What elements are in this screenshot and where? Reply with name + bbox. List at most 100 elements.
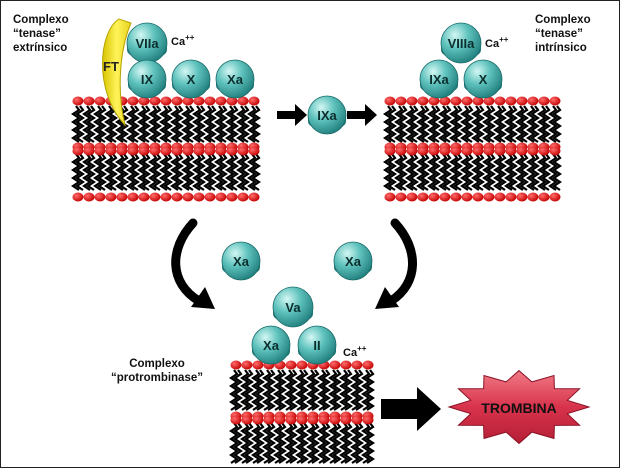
calcium-text: Ca	[343, 347, 358, 359]
lipid-head	[538, 96, 550, 106]
calcium-text: Ca	[171, 36, 186, 48]
lipid-tail	[299, 422, 309, 464]
protein-body	[307, 95, 347, 135]
lipid-tail	[181, 105, 191, 143]
lipid-head	[428, 146, 440, 156]
lipid-head	[296, 415, 308, 425]
lipid-head	[72, 146, 84, 156]
lipid-tail	[236, 153, 246, 191]
lipid-tail	[438, 105, 448, 143]
lipid-tail	[383, 105, 393, 143]
lipid-tail	[310, 422, 320, 464]
lipid-tail	[486, 153, 496, 191]
lipid-head	[505, 192, 517, 202]
lipid-tail	[482, 105, 492, 143]
lipid-head	[127, 192, 139, 202]
lipid-head	[329, 360, 341, 370]
lipid-tail	[471, 105, 481, 143]
lipid-head	[138, 192, 150, 202]
lipid-tail	[310, 369, 320, 411]
protein-body	[333, 241, 373, 281]
curved-arrow-left	[171, 218, 215, 309]
lipid-tail	[233, 422, 243, 464]
lipid-head	[538, 146, 550, 156]
lipid-tail	[218, 105, 228, 143]
lipid-tail	[251, 369, 261, 411]
lipid-tail	[530, 153, 540, 191]
lipid-head	[285, 415, 297, 425]
lipid-tail	[394, 105, 404, 143]
lipid-head	[237, 146, 249, 156]
lipid-tail	[71, 153, 81, 191]
lipid-head	[516, 146, 528, 156]
lipid-head	[182, 96, 194, 106]
lipid-tail	[86, 153, 96, 191]
lipid-head	[204, 96, 216, 106]
lipid-head	[230, 415, 242, 425]
lipid-head	[340, 360, 352, 370]
lipid-tail	[541, 153, 551, 191]
protein-body	[215, 59, 255, 99]
lipid-head	[318, 415, 330, 425]
lipid-tail	[148, 153, 158, 191]
lipid-head	[417, 146, 429, 156]
lipid-tail	[225, 153, 235, 191]
lipid-tail	[82, 153, 92, 191]
lipid-tail	[508, 153, 518, 191]
lipid-head	[362, 360, 374, 370]
lipid-tail	[255, 422, 265, 464]
lipid-head	[193, 192, 205, 202]
lipid-tail	[409, 105, 419, 143]
lipid-tail	[339, 369, 349, 411]
lipid-head	[127, 146, 139, 156]
lipid-head	[417, 96, 429, 106]
lipid-tail	[244, 369, 254, 411]
lipid-tail	[174, 105, 184, 143]
lipid-tail	[350, 369, 360, 411]
lipid-tail	[317, 422, 327, 464]
lipid-head	[505, 146, 517, 156]
lipid-head	[483, 146, 495, 156]
lipid-tail	[240, 422, 250, 464]
lipid-head	[215, 146, 227, 156]
lipid-tail	[170, 153, 180, 191]
lipid-tail	[515, 105, 525, 143]
lipid-tail	[453, 105, 463, 143]
lipid-head	[215, 96, 227, 106]
lipid-tail	[277, 422, 287, 464]
lipid-tail	[159, 105, 169, 143]
lipid-tail	[244, 422, 254, 464]
factor-va: Va	[272, 286, 314, 328]
membranes	[71, 96, 562, 464]
lipid-head	[116, 192, 128, 202]
lipid-tail	[229, 422, 239, 464]
protein-label: Xa	[233, 254, 250, 269]
lipid-tail	[332, 369, 342, 411]
lipid-tail	[449, 105, 459, 143]
lipid-tail	[464, 153, 474, 191]
protein-label: IXa	[317, 108, 337, 123]
lipid-tail	[240, 369, 250, 411]
lipid-tail	[548, 105, 558, 143]
lipid-head	[516, 192, 528, 202]
lipid-tail	[170, 105, 180, 143]
lipid-head	[105, 192, 117, 202]
lipid-tail	[548, 153, 558, 191]
factor-viiia: VIIIa	[440, 22, 482, 64]
lipid-tail	[207, 105, 217, 143]
lipid-tail	[225, 105, 235, 143]
lipid-tail	[218, 153, 228, 191]
lipid-tail	[126, 153, 136, 191]
lipid-tail	[163, 105, 173, 143]
lipid-tail	[75, 153, 85, 191]
protein-body	[171, 59, 211, 99]
lipid-head	[230, 360, 242, 370]
lipid-head	[351, 415, 363, 425]
factor-xa-free-right: Xa	[333, 241, 373, 281]
protein-label: VIIa	[135, 36, 159, 51]
lipid-tail	[126, 105, 136, 143]
protein-body	[440, 22, 482, 64]
lipid-tail	[339, 422, 349, 464]
label-prothrombinase: Complexo “protrombinase”	[110, 358, 203, 384]
